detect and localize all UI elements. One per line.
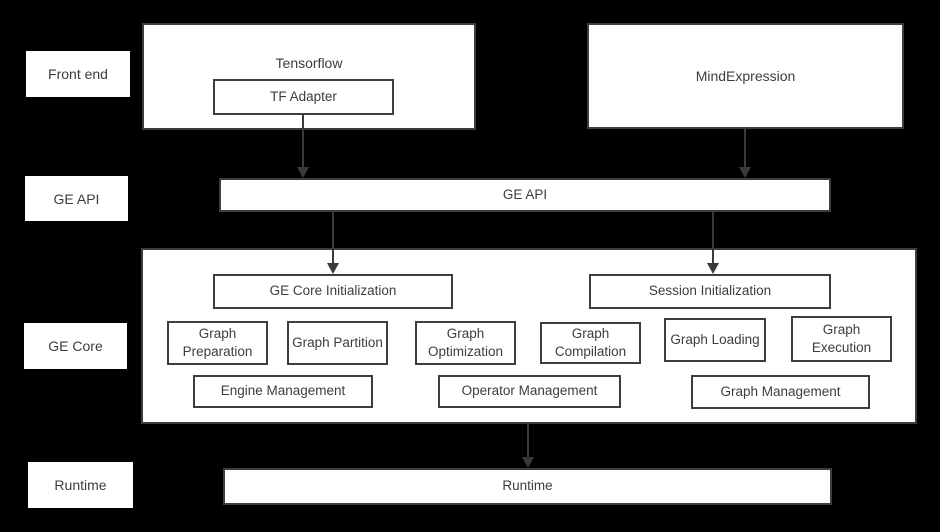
tensorflow-label: Tensorflow (275, 55, 343, 71)
runtime-bar-label: Runtime (502, 478, 553, 494)
stage-label: Graph Loading (670, 331, 760, 347)
ge-api-bar: GE API (219, 178, 831, 212)
runtime-bar: Runtime (223, 468, 832, 505)
side-label-ge-core-text: GE Core (48, 338, 103, 354)
arrow-head (522, 457, 534, 468)
arrow-line (712, 212, 714, 263)
stage-box-graph-execution: Graph Execution (791, 316, 892, 362)
arrow-tf-adapter-to-ge-api (297, 115, 309, 178)
ge-core-initialization-label: GE Core Initialization (269, 283, 397, 299)
arrow-line (332, 212, 334, 263)
tensorflow-box: Tensorflow TF Adapter (142, 23, 476, 130)
stage-box-graph-loading: Graph Loading (664, 318, 766, 362)
arrow-ge-api-to-session-initialization (707, 212, 719, 274)
management-label: Operator Management (461, 383, 598, 399)
session-initialization-box: Session Initialization (589, 274, 831, 309)
arrow-mindexpression-to-ge-api (739, 129, 751, 178)
mindexpression-label: MindExpression (695, 67, 796, 84)
ge-api-bar-label: GE API (502, 186, 548, 202)
side-label-ge-core: GE Core (24, 323, 127, 369)
stage-label: Graph Preparation (182, 325, 253, 359)
arrow-head (297, 167, 309, 178)
management-label: Graph Management (720, 383, 841, 399)
arrow-head (327, 263, 339, 274)
side-label-ge-api-text: GE API (53, 190, 100, 207)
arrow-line (744, 129, 746, 167)
arrow-head (707, 263, 719, 274)
ge-core-box: GE Core Initialization Session Initializ… (141, 248, 917, 424)
management-box-engine-management: Engine Management (193, 375, 373, 408)
session-initialization-label: Session Initialization (648, 283, 772, 299)
side-label-runtime-text: Runtime (54, 477, 107, 493)
mindexpression-box: MindExpression (587, 23, 904, 129)
arrow-line (302, 115, 304, 167)
stage-box-graph-compilation: Graph Compilation (540, 322, 641, 364)
tf-adapter-label: TF Adapter (270, 88, 337, 104)
management-box-graph-management: Graph Management (691, 375, 870, 409)
management-label: Engine Management (220, 383, 346, 399)
arrow-ge-core-to-runtime (522, 424, 534, 468)
stage-label: Graph Execution (811, 321, 872, 355)
arrow-head (739, 167, 751, 178)
management-box-operator-management: Operator Management (438, 375, 621, 408)
stage-label: Graph Partition (292, 334, 383, 350)
side-label-ge-api: GE API (25, 176, 128, 221)
stage-box-graph-preparation: Graph Preparation (167, 321, 268, 365)
side-label-runtime: Runtime (28, 462, 133, 508)
side-label-front-end-text: Front end (48, 66, 108, 82)
ge-core-initialization-box: GE Core Initialization (213, 274, 453, 309)
tf-adapter-box: TF Adapter (213, 79, 394, 115)
stage-label: Graph Compilation (554, 325, 627, 359)
arrow-line (527, 424, 529, 457)
stage-label: Graph Optimization (427, 325, 504, 359)
stage-box-graph-optimization: Graph Optimization (415, 321, 516, 365)
stage-box-graph-partition: Graph Partition (287, 321, 388, 365)
side-label-front-end: Front end (26, 51, 130, 97)
arrow-ge-api-to-ge-core-initialization (327, 212, 339, 274)
